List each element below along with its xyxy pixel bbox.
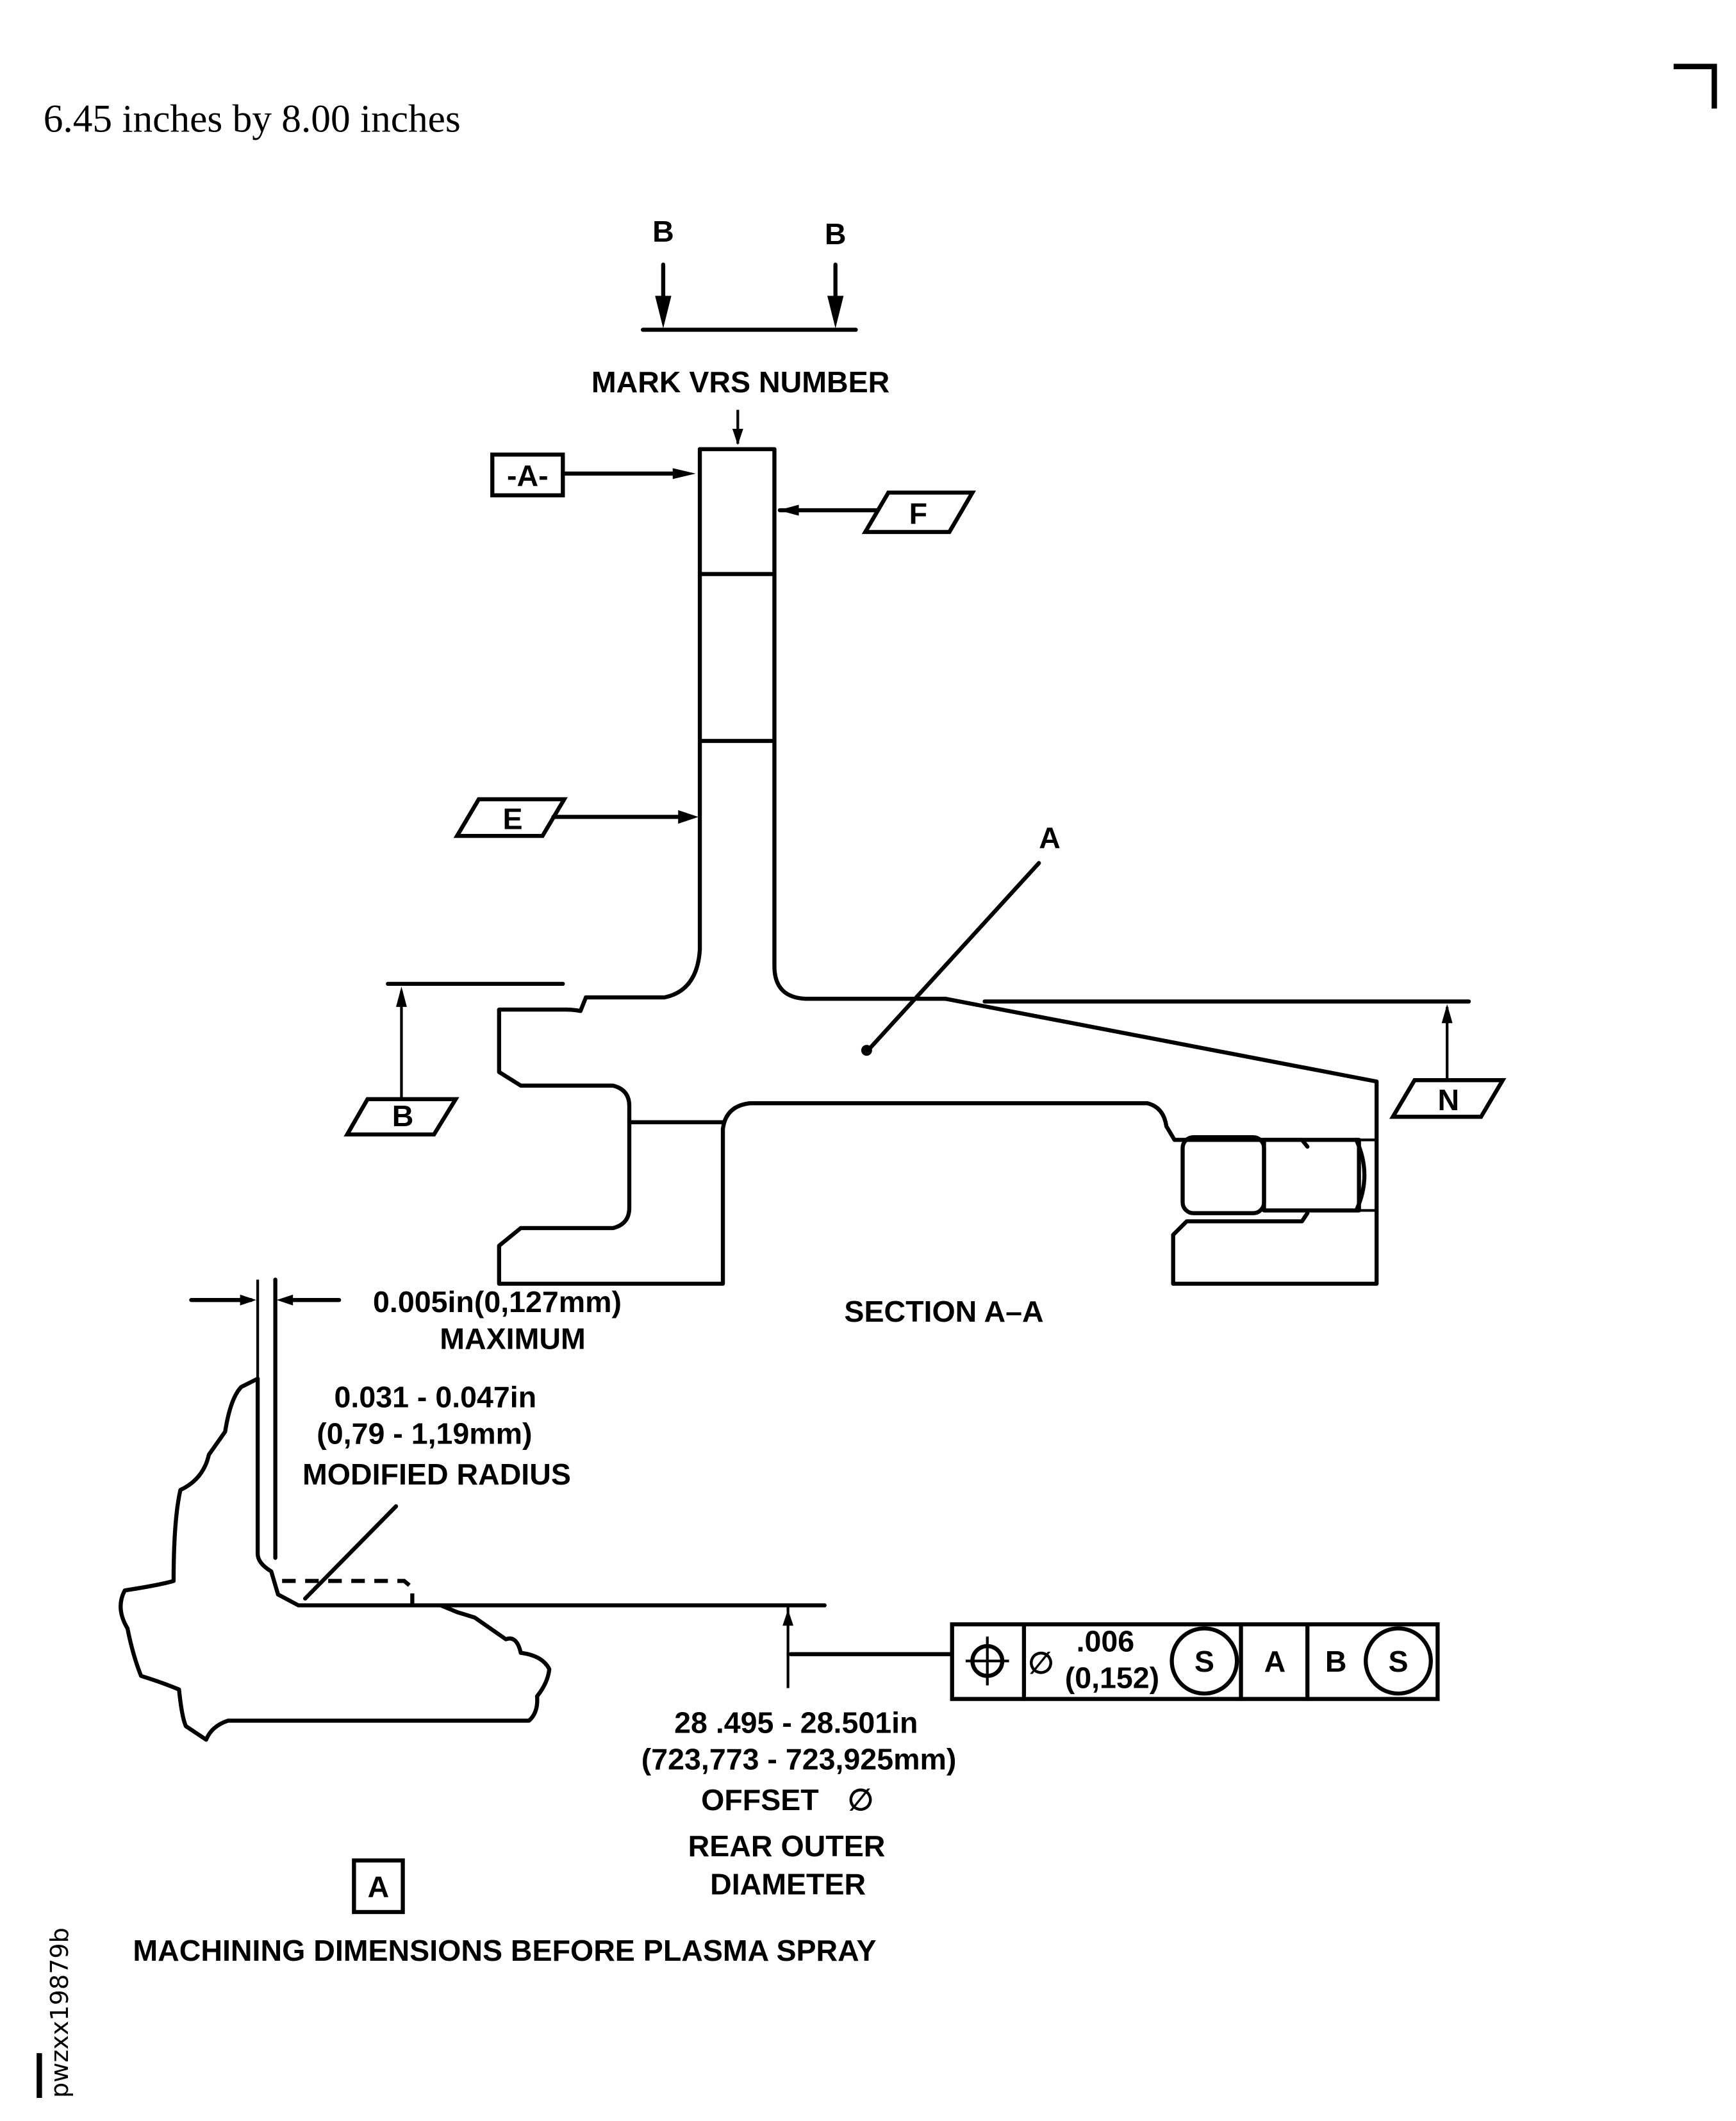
datum-target-f: F <box>777 490 977 535</box>
diameter-mm: (723,773 - 723,925mm) <box>641 1743 957 1776</box>
corner-mark-top-right <box>1673 63 1717 109</box>
diameter-in: 28 .495 - 28.501in <box>674 1706 918 1740</box>
figure-id: pwzxx19879b <box>45 1927 74 2098</box>
gap-value: 0.005in(0,127mm) <box>373 1285 622 1318</box>
fcf-datum-secondary: B <box>1325 1645 1347 1678</box>
diameter-leader <box>782 1606 954 1688</box>
flag-box <box>352 1858 405 1915</box>
section-markers: B B <box>641 215 858 332</box>
size-note: 6.45 inches by 8.00 inches <box>44 97 461 140</box>
section-marker-right: B <box>825 217 847 251</box>
caption: MACHINING DIMENSIONS BEFORE PLASMA SPRAY <box>133 1934 876 1967</box>
svg-text:E: E <box>502 803 522 836</box>
datum-target-b: B <box>343 981 565 1137</box>
svg-text:F: F <box>909 497 927 530</box>
flag-label: A <box>368 1870 390 1904</box>
fcf-datum-primary: A <box>1264 1645 1286 1678</box>
radius-in: 0.031 - 0.047in <box>335 1380 537 1413</box>
svg-text:A: A <box>1039 821 1061 854</box>
callout-a: A <box>861 821 1061 1056</box>
offset-label: OFFSET <box>701 1783 819 1817</box>
radius-label: MODIFIED RADIUS <box>302 1458 571 1491</box>
fcf-modifier-1: S <box>1195 1645 1214 1678</box>
offset-diameter-symbol: ∅ <box>848 1783 874 1817</box>
section-marker-left: B <box>652 215 674 248</box>
section-title: SECTION A–A <box>844 1295 1043 1328</box>
fcf-modifier-2: S <box>1388 1645 1408 1678</box>
fcf-diameter-symbol: ∅ <box>1028 1646 1054 1679</box>
datum-a-label: -A- <box>507 459 549 492</box>
fcf-tolerance-in: .006 <box>1077 1624 1135 1658</box>
mark-arrow-icon <box>732 428 743 445</box>
diameter-label: DIAMETER <box>710 1867 866 1901</box>
gap-qualifier: MAXIMUM <box>440 1322 585 1355</box>
radius-mm: (0,79 - 1,19mm) <box>317 1417 532 1451</box>
fcf-tolerance-mm: (0,152) <box>1065 1661 1159 1695</box>
datum-target-e: E <box>453 797 699 838</box>
rear-outer-label: REAR OUTER <box>688 1829 886 1863</box>
feature-control-frame: ∅ .006 (0,152) S A B S <box>950 1622 1440 1701</box>
svg-text:N: N <box>1438 1083 1460 1117</box>
svg-text:B: B <box>392 1099 414 1133</box>
position-icon <box>965 1636 1009 1686</box>
datum-target-n: N <box>982 999 1507 1119</box>
mark-vrs-note: MARK VRS NUMBER <box>591 365 889 399</box>
part-section <box>497 447 1379 1286</box>
detail-view <box>119 1277 827 1742</box>
